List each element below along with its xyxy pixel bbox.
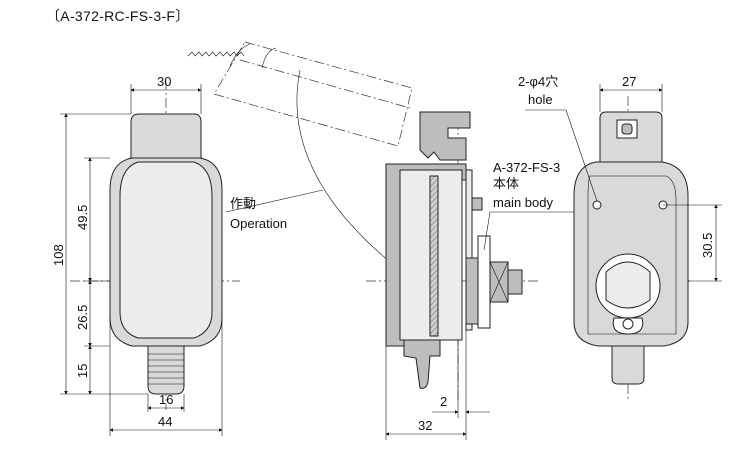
dim-front-width: 30 [130, 74, 202, 114]
rear-hole-left [592, 200, 602, 210]
front-tail-ribs [148, 353, 184, 385]
dim-tail-height-label: 15 [75, 364, 90, 378]
dim-side-depth: 32 [385, 346, 467, 440]
dim-lower-height-label: 26.5 [75, 305, 90, 330]
operation-open-handle: 作動 Operation [187, 41, 413, 263]
dim-hole-pitch: 30.5 [663, 204, 722, 282]
dim-upper-height-label: 49.5 [75, 205, 90, 230]
dim-total-height-label: 108 [51, 244, 66, 266]
side-panel-section [429, 175, 439, 337]
dim-stack: 49.5 26.5 15 [75, 157, 110, 395]
dim-tail-width: 16 [147, 392, 185, 412]
open-handle-outline [213, 41, 413, 147]
dim-overall-width-label: 44 [158, 414, 172, 429]
front-handle-recess [119, 161, 213, 339]
dim-side-offset: 2 [432, 330, 490, 418]
dim-overall-width: 44 [109, 318, 223, 436]
side-latch [465, 257, 479, 325]
main-body-label-jp: 本体 [493, 176, 519, 191]
dim-side-depth-label: 32 [418, 418, 432, 433]
dim-rear-width-label: 27 [622, 74, 636, 89]
operation-label-jp: 作動 [230, 196, 256, 211]
main-body-callout: A-372-FS-3 本体 main body [483, 160, 576, 251]
dim-rear-width: 27 [599, 74, 663, 112]
dim-tail-width-label: 16 [159, 392, 173, 407]
open-handle-serration [187, 51, 245, 57]
side-screw-top [471, 197, 483, 211]
dim-side-offset-label: 2 [440, 394, 447, 409]
operation-label-en: Operation [230, 216, 287, 231]
model-label: A-372-FS-3 [493, 160, 560, 175]
rear-lock-cam [605, 261, 651, 309]
rear-view: 27 30.5 2-φ4穴 hole [518, 74, 722, 400]
main-body-label-en: main body [493, 195, 553, 210]
side-bottom-hook [403, 339, 441, 389]
dim-hole-pitch-label: 30.5 [700, 233, 715, 258]
rear-stem [611, 345, 645, 385]
drawing-title: 〔A-372-RC-FS-3-F〕 [46, 8, 190, 24]
operation-swing-arc [296, 69, 391, 263]
dim-total-height: 108 [51, 113, 148, 395]
hole-label-en: hole [528, 92, 553, 107]
side-view: 2 32 A-372-FS-3 本体 main body [366, 111, 576, 440]
side-top-hook [419, 111, 471, 161]
front-tail-grip [147, 345, 185, 395]
dim-front-width-label: 30 [157, 74, 171, 89]
hole-label-jp: 2-φ4穴 [518, 74, 558, 89]
front-view: 30 108 49.5 26.5 15 16 [51, 74, 240, 436]
side-mount-plate [465, 169, 473, 331]
side-shaft-end [507, 269, 523, 295]
hole-callout: 2-φ4穴 hole [518, 74, 598, 202]
front-top-tab [130, 113, 202, 159]
